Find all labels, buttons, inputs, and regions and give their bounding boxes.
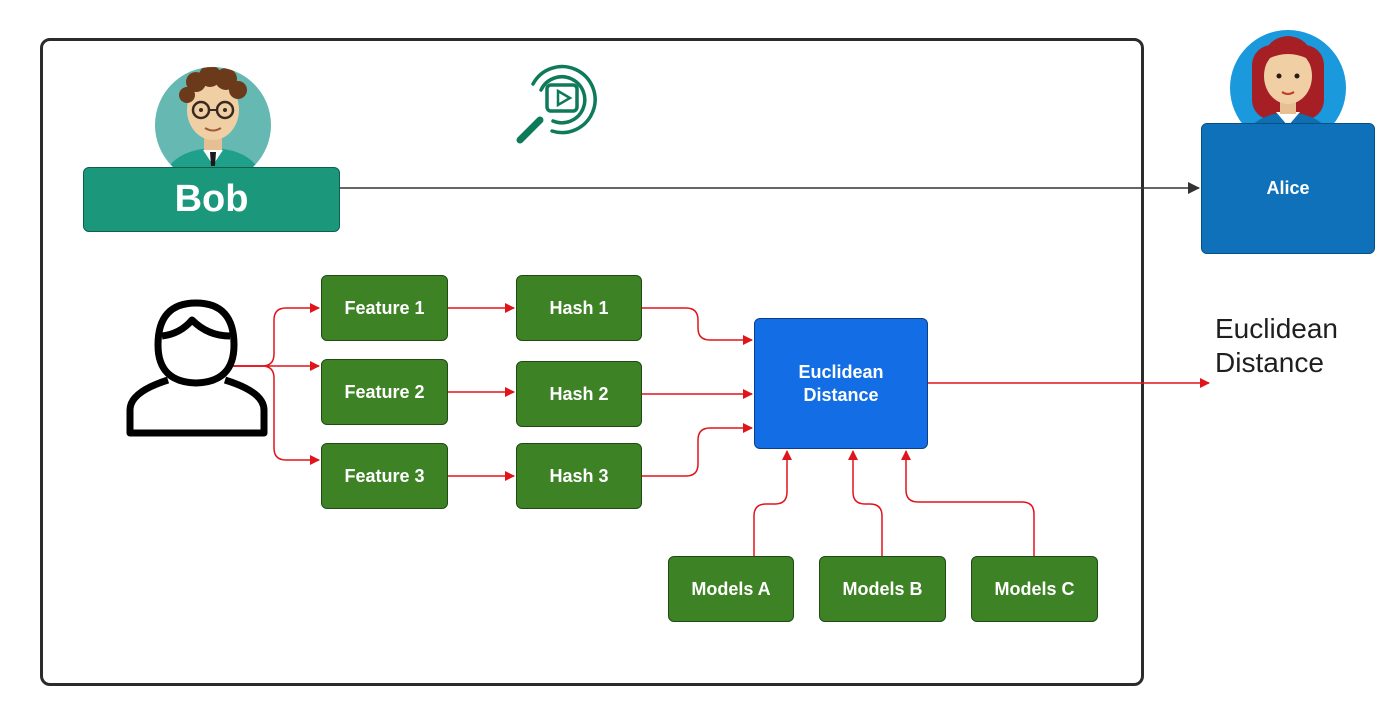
- alice-node[interactable]: Alice: [1201, 123, 1375, 254]
- euclidean-distance-node[interactable]: Euclidean Distance: [754, 318, 928, 449]
- models-b-node[interactable]: Models B: [819, 556, 946, 622]
- feature-1-label: Feature 1: [344, 297, 425, 318]
- hash-3-label: Hash 3: [549, 465, 609, 486]
- models-c-node[interactable]: Models C: [971, 556, 1098, 622]
- hash-1-label: Hash 1: [549, 297, 609, 318]
- output-label: Euclidean Distance: [1215, 313, 1338, 378]
- user-to-feature-3-arrow: [228, 365, 320, 465]
- models-b-to-euclidean-arrow: [848, 450, 883, 556]
- hash-3-node[interactable]: Hash 3: [516, 443, 642, 509]
- feature-2-node[interactable]: Feature 2: [321, 359, 448, 425]
- feature-3-label: Feature 3: [344, 465, 425, 486]
- hash-3-to-euclidean-arrow: [642, 423, 753, 477]
- hash-2-label: Hash 2: [549, 383, 609, 404]
- feature-1-node[interactable]: Feature 1: [321, 275, 448, 341]
- models-c-to-euclidean-arrow: [901, 450, 1035, 556]
- feature-3-node[interactable]: Feature 3: [321, 443, 448, 509]
- models-c-label: Models C: [994, 578, 1075, 599]
- hash-2-node[interactable]: Hash 2: [516, 361, 642, 427]
- models-a-node[interactable]: Models A: [668, 556, 794, 622]
- models-a-to-euclidean-arrow: [753, 450, 792, 556]
- hash-1-to-euclidean-arrow: [642, 307, 753, 345]
- system-boundary-frame: [40, 38, 1144, 686]
- models-a-label: Models A: [691, 578, 771, 599]
- user-to-feature-1-arrow: [228, 303, 320, 367]
- hash-1-node[interactable]: Hash 1: [516, 275, 642, 341]
- alice-label: Alice: [1266, 178, 1310, 198]
- bob-label: Bob: [174, 178, 249, 220]
- models-b-label: Models B: [842, 578, 923, 599]
- euclidean-distance-label: Euclidean Distance: [798, 361, 884, 405]
- bob-node[interactable]: Bob: [83, 167, 340, 232]
- feature-2-label: Feature 2: [344, 381, 425, 402]
